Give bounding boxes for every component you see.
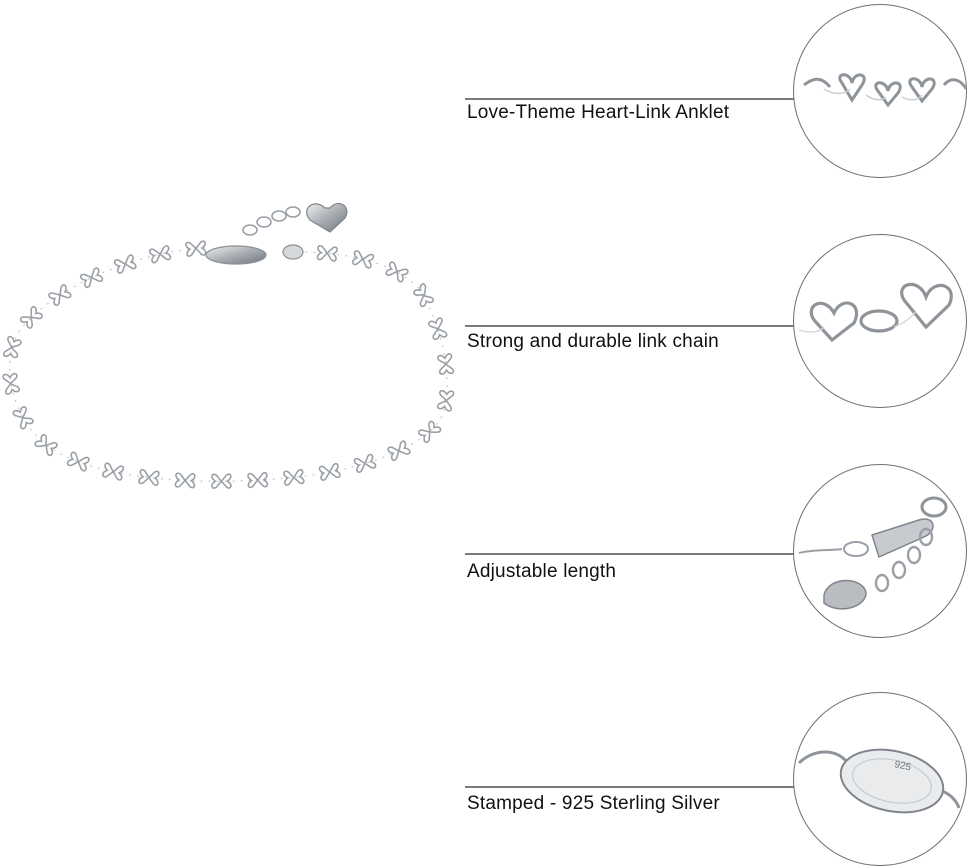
heart-link: [360, 251, 375, 270]
heart-link: [33, 433, 52, 452]
heart-link: [137, 468, 151, 486]
heart-link: [427, 316, 446, 333]
heart-link: [2, 345, 20, 359]
heart-link: [424, 419, 443, 438]
heart-link: [148, 246, 163, 264]
heart-link: [327, 462, 342, 480]
heart-link: [147, 469, 160, 487]
stamp-925-text: 925: [893, 759, 912, 773]
heart-link: [158, 244, 172, 262]
heart-link: [47, 288, 65, 307]
heart-charm: [306, 203, 348, 233]
heart-link: [436, 398, 454, 413]
stamped-925-tag-closeup-icon: 925: [793, 692, 967, 866]
heart-link: [351, 249, 366, 267]
heart-link: [316, 244, 329, 261]
lobster-clasp: [205, 245, 267, 265]
heart-link: [75, 454, 91, 473]
heart-link-anklet-image: [2, 203, 455, 489]
feature-label-heart-link: Love-Theme Heart-Link Anklet: [467, 102, 730, 123]
leader-line-2: [465, 325, 795, 327]
heart-link: [282, 469, 296, 487]
leader-line-3: [465, 553, 795, 555]
heart-link: [325, 245, 339, 263]
heart-link: [3, 381, 21, 396]
heart-links: [2, 240, 455, 489]
leader-line-4: [465, 786, 795, 788]
heart-link: [4, 335, 23, 351]
heart-link: [318, 464, 332, 482]
feature-label-sterling: Stamped - 925 Sterling Silver: [467, 793, 720, 814]
heart-link: [292, 468, 305, 486]
heart-link: [2, 372, 19, 385]
heart-chain-closeup-icon: [793, 4, 967, 178]
tag-ring: [282, 244, 304, 260]
heart-link: [353, 456, 368, 474]
heart-link: [101, 461, 116, 480]
anklet-photo: [0, 180, 460, 510]
heart-link: [122, 253, 138, 272]
heart-link: [361, 453, 377, 471]
heart-link: [220, 473, 232, 489]
heart-link: [41, 438, 59, 457]
heart-link: [438, 389, 455, 402]
heart-link: [111, 464, 125, 482]
extender-chain: [242, 206, 301, 236]
heart-link: [55, 283, 73, 302]
heart-link: [436, 352, 454, 367]
heart-link: [430, 326, 448, 341]
heart-link: [417, 425, 435, 444]
large-heart-links-closeup-icon: [793, 234, 967, 408]
heart-link: [113, 256, 129, 275]
feature-label-durable-chain: Strong and durable link chain: [467, 331, 719, 352]
heart-link: [211, 473, 223, 489]
heart-link: [18, 311, 38, 330]
heart-link: [66, 450, 82, 469]
feature-label-adjustable: Adjustable length: [467, 561, 617, 582]
leader-line-1: [465, 98, 795, 100]
clasp-and-extender-closeup-icon: [793, 464, 967, 638]
heart-link: [438, 362, 455, 375]
